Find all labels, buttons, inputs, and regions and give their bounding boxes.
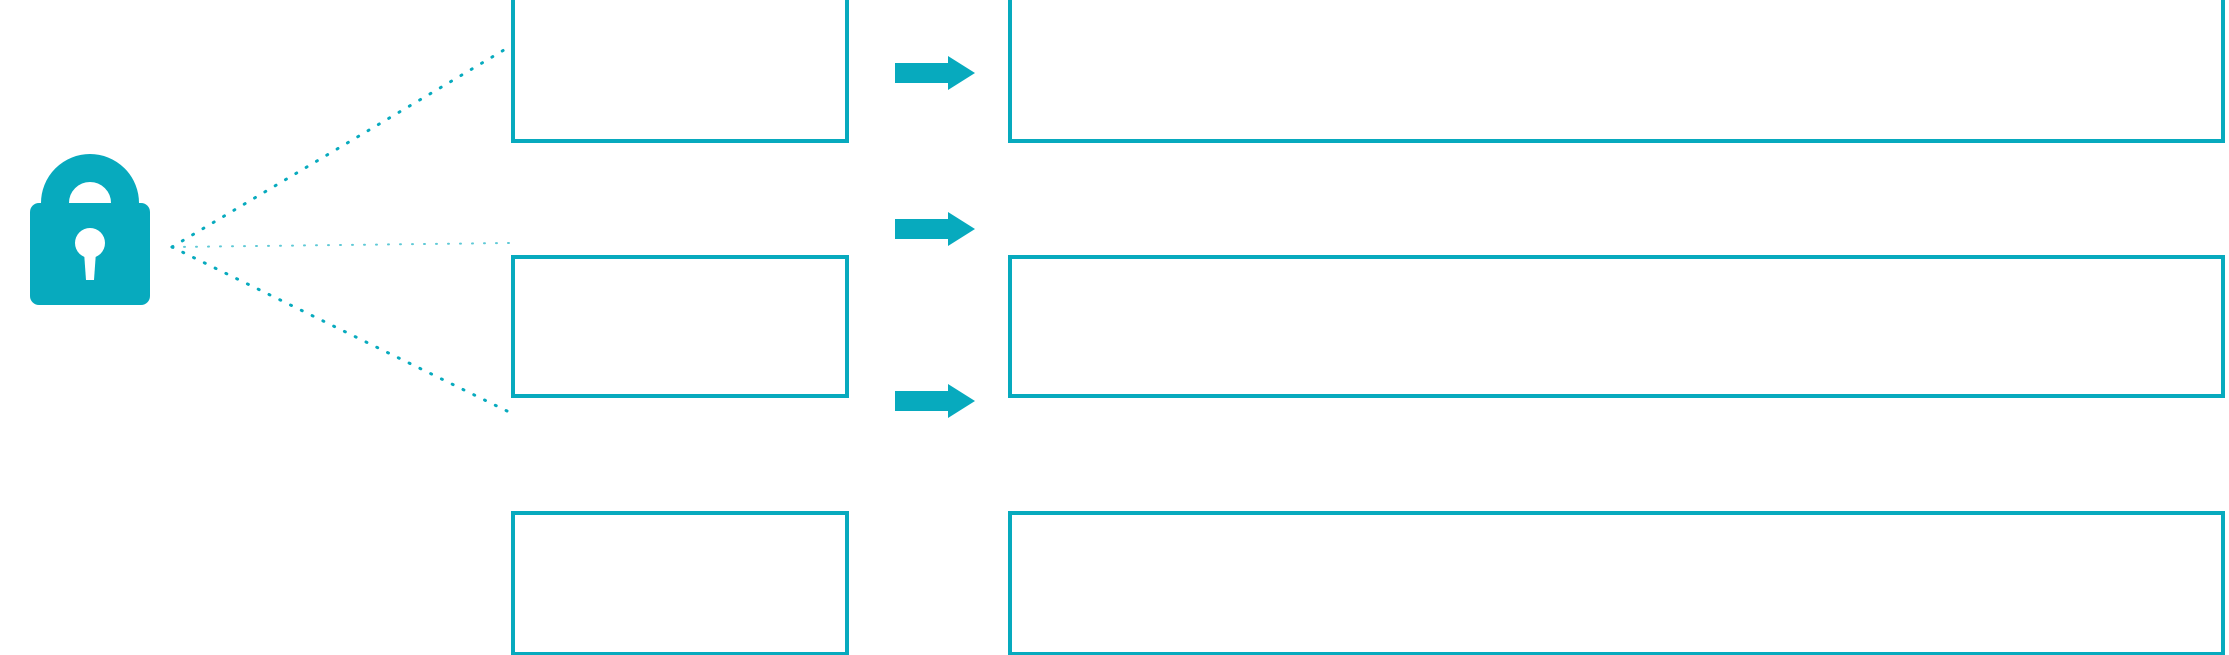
row-2-arrow-icon bbox=[895, 212, 975, 246]
row-2-vectors bbox=[511, 212, 2225, 398]
row-1-left-box-outline bbox=[511, 0, 849, 143]
row-1-arrow bbox=[895, 56, 975, 90]
row-3-vectors bbox=[511, 384, 2225, 655]
connector-to-row-2 bbox=[171, 242, 510, 248]
lock-node[interactable] bbox=[30, 155, 150, 305]
row-1-left-box[interactable] bbox=[511, 0, 849, 143]
connector-group bbox=[170, 45, 511, 414]
row-3-right-box[interactable] bbox=[1008, 511, 2225, 654]
row-3-arrow-icon bbox=[895, 384, 975, 418]
row-1-right-box-outline bbox=[1008, 0, 2225, 143]
row-1-arrow-icon bbox=[895, 56, 975, 90]
row-3-left-box[interactable] bbox=[511, 511, 849, 654]
row-3-right-box-outline bbox=[1008, 511, 2225, 655]
row-1-vectors bbox=[511, 0, 2225, 143]
row-3-left-box-outline bbox=[511, 511, 849, 655]
row-2-left-box[interactable] bbox=[511, 255, 849, 398]
row-2-right-box[interactable] bbox=[1008, 255, 2225, 398]
row-3-arrow bbox=[895, 367, 975, 401]
lock-icon bbox=[30, 154, 150, 305]
row-1-right-box[interactable] bbox=[1008, 0, 2225, 143]
row-2-right-box-outline bbox=[1008, 255, 2225, 398]
row-2-arrow bbox=[895, 212, 975, 246]
connector-to-row-3 bbox=[170, 245, 511, 414]
connector-to-row-1 bbox=[170, 45, 511, 249]
row-2-left-box-outline bbox=[511, 255, 849, 398]
